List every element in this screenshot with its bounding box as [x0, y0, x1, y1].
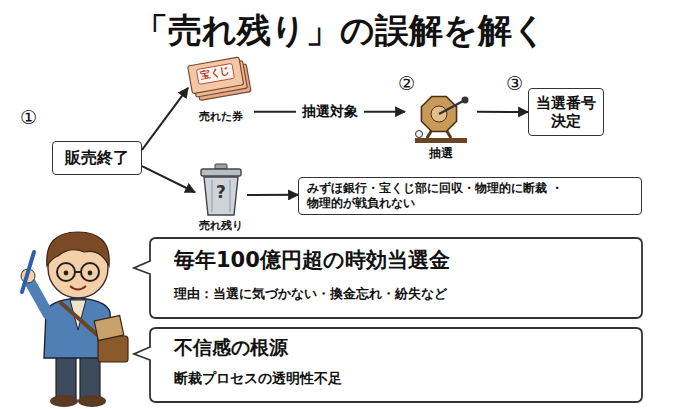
lottery-ball [416, 131, 423, 138]
crank-knob [462, 97, 469, 104]
eye [64, 271, 69, 276]
ticket-icon: 宝くじ売れた券 [188, 55, 254, 125]
speech-bubble: 毎年100億円超の時効当選金理由：当選に気づかない・換金忘れ・紛失など [150, 238, 642, 318]
trash-icon: ?売れ残り [195, 162, 247, 234]
book [94, 316, 124, 341]
student-figure [21, 232, 128, 407]
node-text: 断裁プロセスの透明性不足 [174, 370, 634, 387]
machine-icon: 抽選 [405, 90, 477, 160]
left-shoe [50, 395, 78, 407]
glasses-right [81, 263, 99, 281]
trash-rib [211, 180, 212, 212]
right-shoe [78, 395, 106, 407]
node-text: 売れ残り [187, 219, 255, 232]
process-box: 販売終了 [52, 141, 142, 175]
ticket-sheet [188, 57, 244, 94]
trash-lid [201, 169, 241, 176]
bubble-outline [134, 328, 642, 402]
trash-rib [229, 180, 230, 212]
process-box: みずほ銀行・宝くじ部に回収・物理的に断裁 ・物理的が戦負れない [298, 177, 642, 215]
bubble-outline [134, 238, 642, 318]
ticket-stack [188, 56, 251, 102]
ticket-badge [196, 63, 234, 84]
crank-handle [439, 100, 465, 114]
node-text: 毎年100億円超の時効当選金 [174, 248, 634, 273]
flow-arrow [247, 194, 298, 196]
node-text: 売れた券 [184, 110, 258, 123]
node-text: みずほ銀行・宝くじ部に回収・物理的に断裁 ・物理的が戦負れない [307, 178, 637, 213]
node-text: 不信感の根源 [174, 336, 634, 359]
machine-base [415, 138, 467, 143]
process-box: 当選番号 決定 [528, 88, 604, 136]
flow-arrow [142, 166, 195, 192]
hair [47, 232, 109, 266]
callout-number: ① [20, 106, 37, 128]
callout-number: ② [398, 72, 415, 94]
pen [22, 252, 34, 292]
title-text: 「売れ残り」の誤解を解く [0, 8, 680, 54]
flow-arrow [477, 111, 528, 113]
glasses-bridge [75, 271, 81, 273]
left-leg [56, 352, 76, 398]
node-text: 販売終了 [53, 142, 140, 173]
node-text: 抽選 [405, 146, 477, 160]
glasses-left [57, 263, 75, 281]
callout-number: ③ [506, 72, 523, 94]
eye [88, 271, 93, 276]
edge-label: 抽選対象 [296, 103, 364, 121]
speech-bubble: 不信感の根源断裁プロセスの透明性不足 [150, 328, 642, 402]
flow-arrow [142, 88, 188, 150]
trash-body [204, 177, 238, 215]
raised-arm [30, 282, 48, 314]
smile [70, 286, 86, 290]
node-text: 当選番号 決定 [529, 89, 602, 134]
node-text: 理由：当選に気づかない・換金忘れ・紛失など [174, 286, 634, 302]
node-text: ? [209, 182, 233, 202]
right-leg [80, 352, 100, 398]
lid-handle [215, 164, 227, 169]
